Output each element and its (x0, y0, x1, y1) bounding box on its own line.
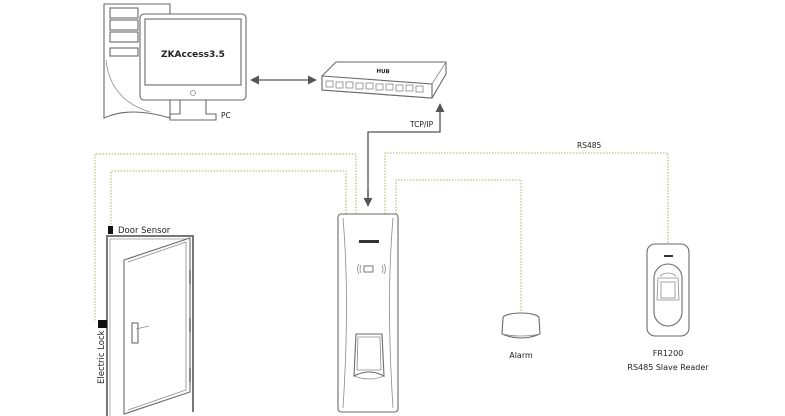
hub-label: HUB (376, 69, 390, 76)
access-controller-node (337, 213, 399, 413)
alarm-node: Alarm (501, 312, 541, 360)
electric-lock-wire (94, 153, 357, 322)
electric-lock-icon (98, 320, 107, 328)
pc-label: PC (221, 111, 231, 120)
door-sensor-wire (110, 170, 347, 226)
rs485-wire (384, 152, 669, 245)
door-sensor-icon (108, 226, 113, 234)
rs485-label: RS485 (577, 141, 602, 150)
hub-node: HUB (321, 61, 447, 99)
door-icon (106, 235, 194, 416)
electric-lock-label: Electric Lock (97, 330, 107, 384)
tcpip-label: TCP/IP (409, 120, 434, 129)
door-sensor-label: Door Sensor (118, 226, 171, 236)
alarm-siren-icon (501, 312, 541, 339)
access-controller-icon (337, 213, 399, 413)
slave-reader-model: FR1200 (653, 349, 684, 358)
door-node: Door Sensor Electric Lock (97, 226, 194, 416)
fingerprint-reader-icon (646, 243, 690, 337)
pc-monitor-icon (139, 13, 247, 121)
tcpip-link (367, 103, 445, 202)
alarm-label: Alarm (509, 351, 533, 360)
slave-reader-node: FR1200 RS485 Slave Reader (627, 243, 709, 372)
pc-screen-text: ZKAccess3.5 (161, 50, 225, 60)
slave-reader-label: RS485 Slave Reader (627, 363, 709, 372)
network-hub-icon (321, 61, 447, 99)
pc-node: ZKAccess3.5 PC (103, 3, 247, 121)
alarm-wire (395, 179, 522, 312)
